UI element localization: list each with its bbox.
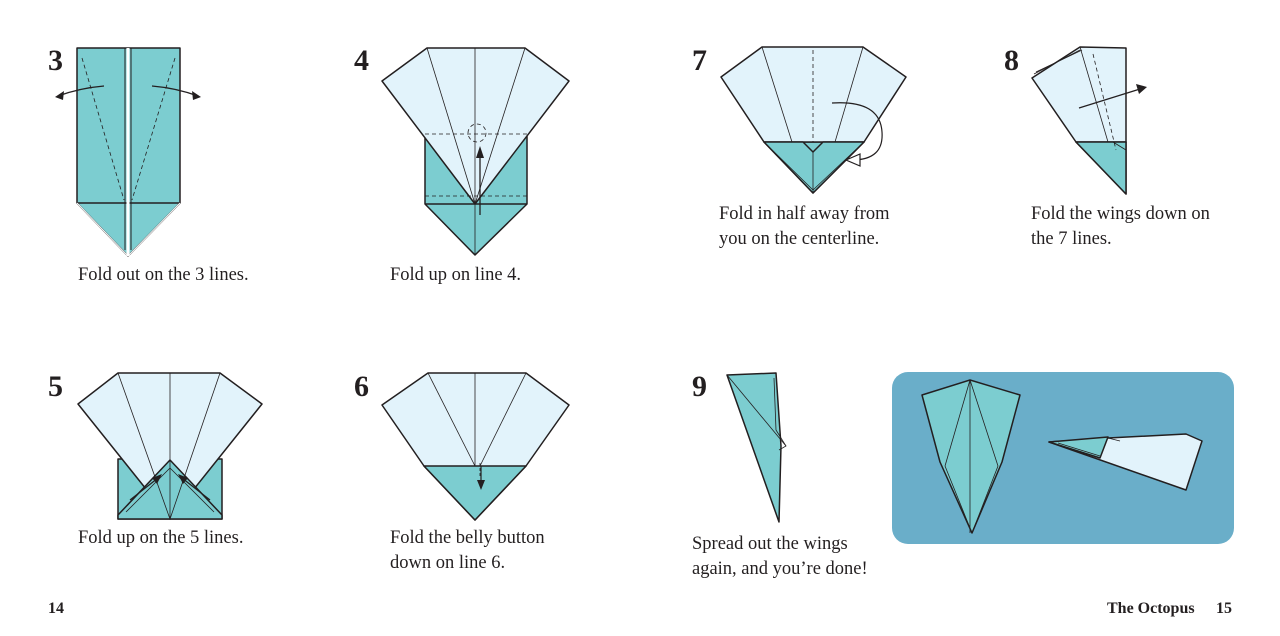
step-9-diagram (726, 372, 787, 523)
step-6-caption: Fold the belly button down on line 6. (390, 528, 545, 573)
step-3-model (76, 47, 181, 257)
step-6-diagram (381, 372, 570, 521)
step-3-number: 3 (48, 44, 63, 77)
step-3-diagram (55, 47, 201, 257)
right-page-title: The Octopus (1107, 600, 1195, 617)
step-8-number: 8 (1004, 44, 1019, 77)
step-7-caption: Fold in half away from you on the center… (719, 204, 890, 249)
left-page: 3 Fold out on the 3 lines. 4 (48, 44, 570, 617)
finished-side-view (1048, 433, 1203, 491)
left-page-number: 14 (48, 600, 64, 617)
step-9-caption: Spread out the wings again, and you’re d… (692, 534, 868, 579)
step-4-number: 4 (354, 44, 369, 77)
step-7-number: 7 (692, 44, 707, 77)
right-page: 7 Fold in half away from you on the cent… (640, 0, 1280, 636)
finished-front-view (921, 379, 1021, 534)
step-4-caption: Fold up on line 4. (390, 265, 522, 285)
right-page-number: 15 (1216, 600, 1232, 617)
step-8-caption: Fold the wings down on the 7 lines. (1031, 204, 1210, 249)
step-5-diagram (77, 372, 263, 520)
step-7-diagram (720, 46, 907, 194)
step-5-number: 5 (48, 370, 63, 403)
step-9-number: 9 (692, 370, 707, 403)
step-6-number: 6 (354, 370, 369, 403)
step-5-caption: Fold up on the 5 lines. (78, 528, 244, 548)
step-3-caption: Fold out on the 3 lines. (78, 265, 249, 285)
step-4-diagram (381, 47, 570, 256)
step-8-diagram (1031, 46, 1147, 195)
